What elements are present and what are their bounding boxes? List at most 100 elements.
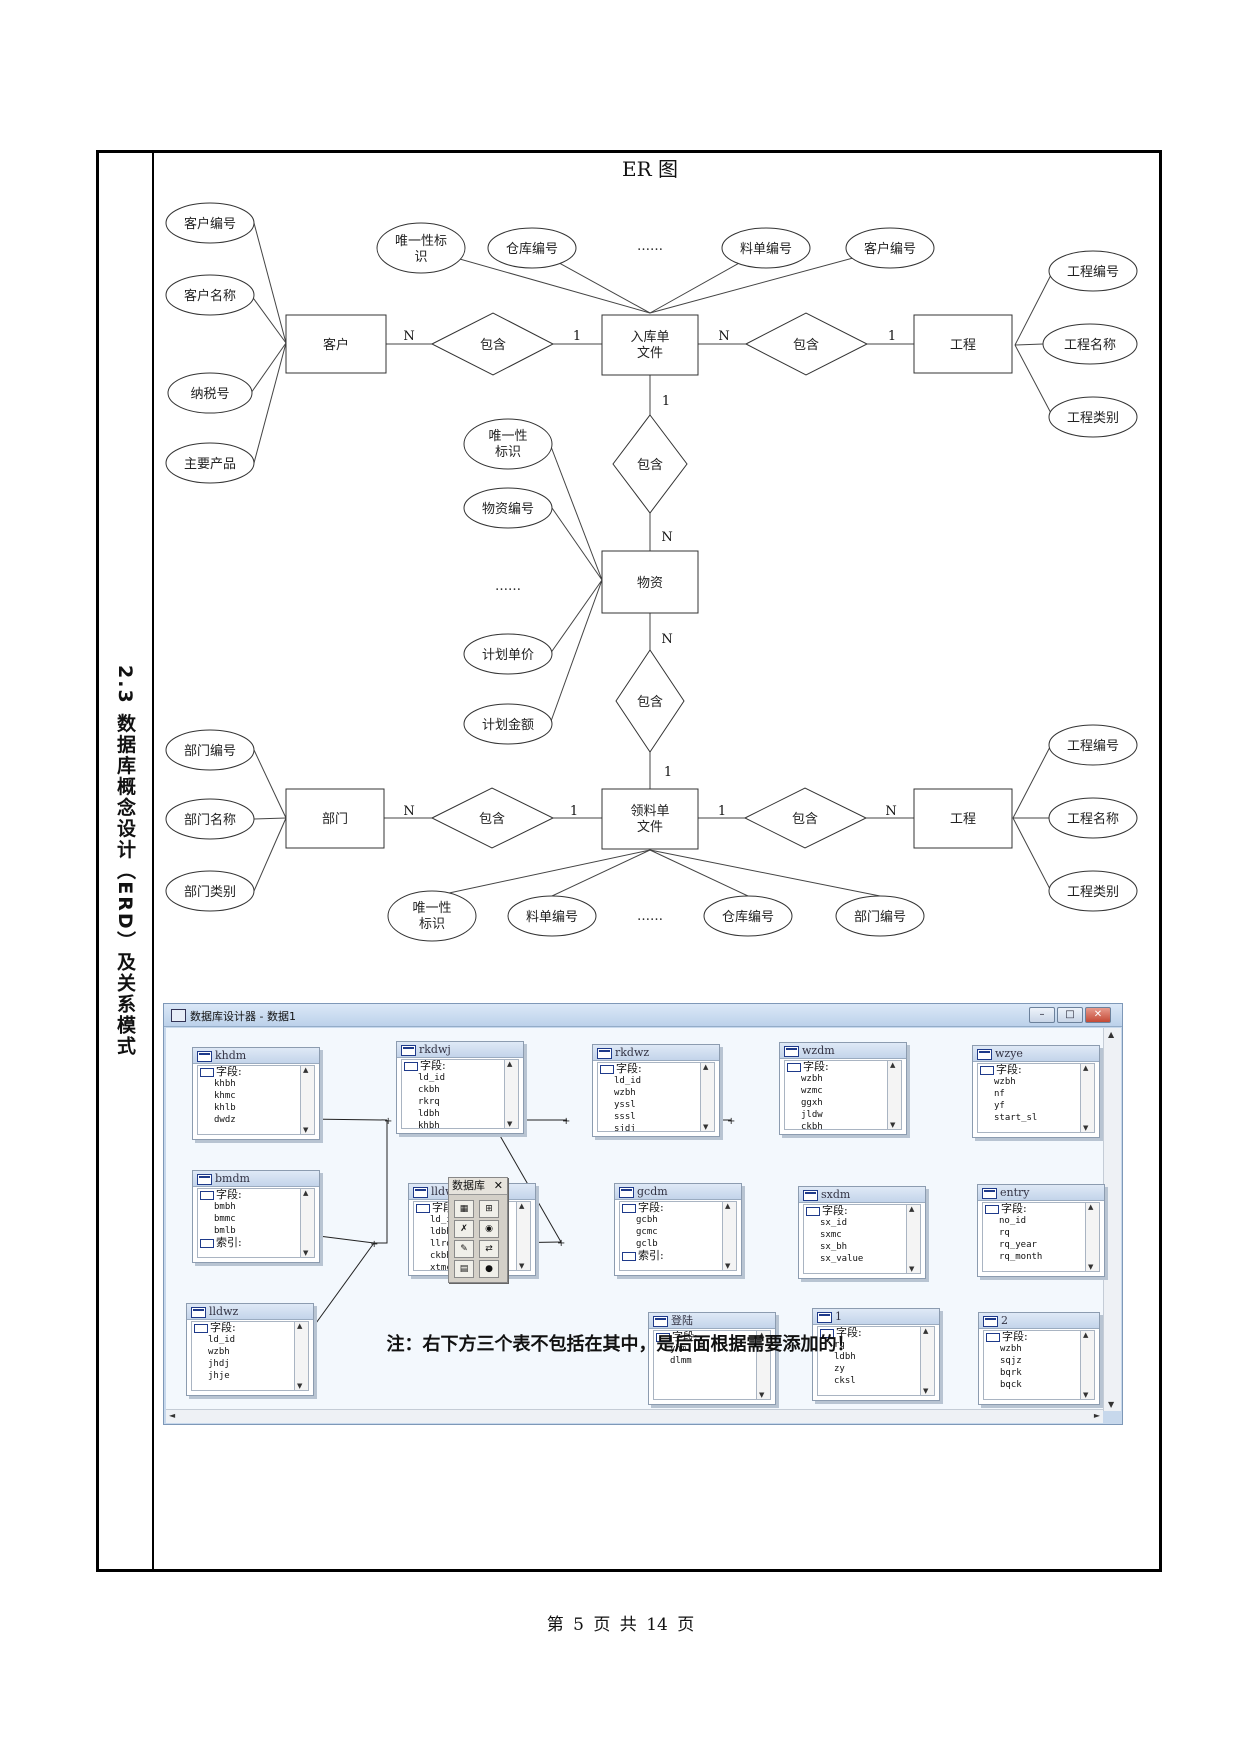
designer-toolbox[interactable]: 数据库✕ ▦ ⊞ ✗ ◉ ✎ ⇄ ▤ ● — [448, 1177, 508, 1283]
table-khdm[interactable]: khdm 字段: khbh khmc khlb dwdz — [192, 1047, 320, 1140]
table-scrollbar[interactable] — [906, 1204, 921, 1274]
field-item[interactable]: ld_id — [418, 1073, 446, 1083]
table-sxdm[interactable]: sxdm 字段: sx_id sxmc sx_bh sx_value — [798, 1186, 926, 1279]
field-item[interactable]: yhm — [670, 1344, 687, 1354]
field-item[interactable]: yssl — [614, 1100, 636, 1110]
field-item[interactable]: rq — [999, 1228, 1010, 1238]
table-scrollbar[interactable] — [300, 1065, 315, 1135]
field-item[interactable]: ld_id — [430, 1215, 458, 1225]
table-rkdwz[interactable]: rkdwz 字段: ld_id wzbh yssl sssl sjdj — [592, 1044, 720, 1137]
field-item[interactable]: wzmc — [801, 1086, 823, 1096]
table-scrollbar[interactable] — [756, 1330, 771, 1400]
remove-table-icon[interactable]: ✗ — [454, 1220, 474, 1238]
field-item[interactable]: ldbh — [430, 1227, 452, 1237]
new-table-icon[interactable]: ▦ — [454, 1200, 474, 1218]
field-item[interactable]: wzbh — [1000, 1344, 1022, 1354]
designer-titlebar[interactable]: 数据库设计器 - 数据1 – □ ✕ — [164, 1004, 1122, 1027]
table-wzdm[interactable]: wzdm 字段: wzbh wzmc ggxh jldw ckbh — [779, 1042, 907, 1135]
table-scrollbar[interactable] — [1080, 1330, 1095, 1400]
table-scrollbar[interactable] — [1080, 1063, 1095, 1133]
field-item[interactable]: sx_id — [820, 1218, 848, 1228]
field-item[interactable]: khmc — [214, 1091, 236, 1101]
minimize-button[interactable]: – — [1029, 1007, 1055, 1023]
field-item[interactable]: gcbh — [636, 1215, 658, 1225]
field-item[interactable]: ld_id — [208, 1335, 236, 1345]
field-item[interactable]: start_sl — [994, 1113, 1038, 1123]
field-item[interactable]: sx_bh — [820, 1242, 848, 1252]
field-item[interactable]: jldw — [801, 1110, 823, 1120]
table-scrollbar[interactable] — [920, 1326, 935, 1396]
table-scrollbar[interactable] — [300, 1188, 315, 1258]
table-lldwz[interactable]: lldwz 字段: ld_id wzbh jhdj jhje — [186, 1303, 314, 1396]
field-item[interactable]: ld_id — [614, 1076, 642, 1086]
maximize-button[interactable]: □ — [1057, 1007, 1083, 1023]
field-item[interactable]: dlmm — [670, 1356, 692, 1366]
field-item[interactable]: jhdj — [208, 1359, 230, 1369]
field-item[interactable]: khlb — [214, 1103, 236, 1113]
field-item[interactable]: sqjz — [1000, 1356, 1022, 1366]
table-bmdm[interactable]: bmdm 字段: bmbh bmmc bmlb 索引: — [192, 1170, 320, 1263]
field-item[interactable]: sjdj — [614, 1124, 636, 1132]
table-1[interactable]: 1 字段: rq ldbh zy cksl — [812, 1308, 940, 1401]
field-item[interactable]: dwdz — [214, 1115, 236, 1125]
table-scrollbar[interactable] — [887, 1060, 902, 1130]
browse-table-icon[interactable]: ◉ — [479, 1220, 499, 1238]
field-header: 字段: — [836, 1326, 862, 1339]
modify-table-icon[interactable]: ✎ — [454, 1240, 474, 1258]
field-item[interactable]: cksl — [834, 1376, 856, 1386]
field-item[interactable]: xtmc — [430, 1263, 452, 1271]
field-item[interactable]: gclb — [636, 1239, 658, 1249]
field-item[interactable]: jhje — [208, 1371, 230, 1381]
field-item[interactable]: khbh — [214, 1079, 236, 1089]
field-item[interactable]: sx_value — [820, 1254, 864, 1264]
edit-relation-icon[interactable]: ⇄ — [479, 1240, 499, 1258]
field-item[interactable]: yf — [994, 1101, 1005, 1111]
table-denglu[interactable]: 登陆 字段: yhm dlmm — [648, 1312, 776, 1405]
table-rkdwj[interactable]: rkdwj 字段: ld_id ckbh rkrq ldbh khbh — [396, 1041, 524, 1134]
table-2[interactable]: 2 字段: wzbh sqjz bqrk bqck — [978, 1312, 1100, 1405]
field-item[interactable]: zy — [834, 1364, 845, 1374]
table-scrollbar[interactable] — [516, 1201, 531, 1271]
field-item[interactable]: rq_month — [999, 1252, 1043, 1262]
field-item[interactable]: sxmc — [820, 1230, 842, 1240]
table-scrollbar[interactable] — [722, 1201, 737, 1271]
table-scrollbar[interactable] — [504, 1059, 519, 1129]
close-button[interactable]: ✕ — [1085, 1007, 1111, 1023]
field-item[interactable]: sssl — [614, 1112, 636, 1122]
field-item[interactable]: rq — [834, 1340, 845, 1350]
field-item[interactable]: wzbh — [208, 1347, 230, 1357]
field-item[interactable]: nf — [994, 1089, 1005, 1099]
field-item[interactable]: bmlb — [214, 1226, 236, 1236]
horizontal-scrollbar[interactable]: ◄ ► — [166, 1409, 1103, 1423]
field-item[interactable]: wzbh — [801, 1074, 823, 1084]
field-item[interactable]: khbh — [418, 1121, 440, 1129]
field-item[interactable]: ldbh — [834, 1352, 856, 1362]
field-item[interactable]: ggxh — [801, 1098, 823, 1108]
field-item[interactable]: bqrk — [1000, 1368, 1022, 1378]
field-item[interactable]: ldbh — [418, 1109, 440, 1119]
field-item[interactable]: ckbh — [801, 1122, 823, 1130]
add-table-icon[interactable]: ⊞ — [479, 1200, 499, 1218]
field-item[interactable]: ckbh — [430, 1251, 452, 1261]
field-item[interactable]: wzbh — [614, 1088, 636, 1098]
field-item[interactable]: no_id — [999, 1216, 1027, 1226]
field-item[interactable]: rq_year — [999, 1240, 1037, 1250]
field-item[interactable]: ckbh — [418, 1085, 440, 1095]
table-scrollbar[interactable] — [1085, 1202, 1100, 1272]
table-gcdm[interactable]: gcdm 字段: gcbh gcmc gclb 索引: — [614, 1183, 742, 1276]
field-item[interactable]: wzbh — [994, 1077, 1016, 1087]
field-item[interactable]: bmbh — [214, 1202, 236, 1212]
field-header: 字段: — [216, 1188, 242, 1201]
field-item[interactable]: llrq — [430, 1239, 452, 1249]
table-entry[interactable]: entry 字段: no_id rq rq_year rq_month — [977, 1184, 1105, 1277]
connection-icon[interactable]: ● — [479, 1260, 499, 1278]
toolbox-close-icon[interactable]: ✕ — [493, 1179, 503, 1192]
field-item[interactable]: bmmc — [214, 1214, 236, 1224]
field-item[interactable]: gcmc — [636, 1227, 658, 1237]
table-wzye[interactable]: wzye 字段: wzbh nf yf start_sl — [972, 1045, 1100, 1138]
table-scrollbar[interactable] — [700, 1062, 715, 1132]
view-icon[interactable]: ▤ — [454, 1260, 474, 1278]
table-scrollbar[interactable] — [294, 1321, 309, 1391]
field-item[interactable]: bqck — [1000, 1380, 1022, 1390]
field-item[interactable]: rkrq — [418, 1097, 440, 1107]
